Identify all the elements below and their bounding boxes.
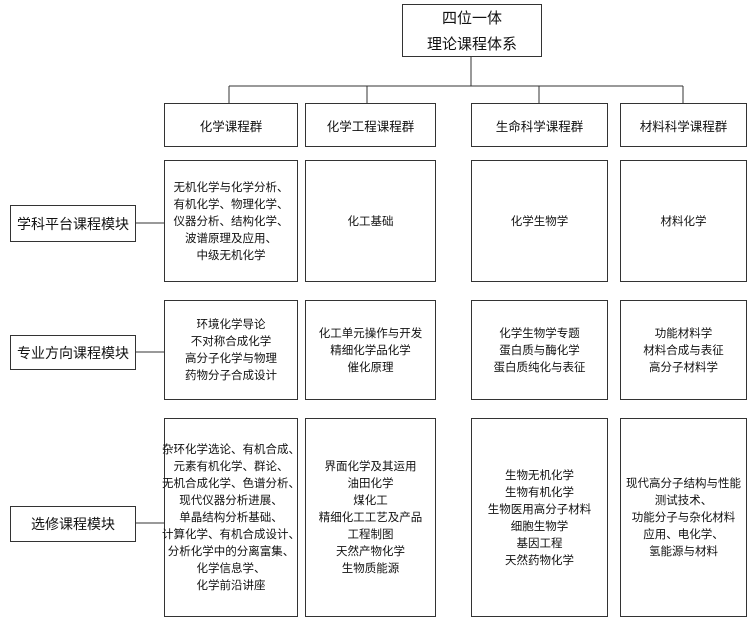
course-item: 无机化学与化学分析、 xyxy=(173,179,289,194)
course-item: 化工单元操作与开发 xyxy=(318,325,423,340)
course-item: 化学前沿讲座 xyxy=(196,578,266,592)
course-item: 蛋白质与酶化学 xyxy=(499,342,580,357)
row-label-text: 学科平台课程模块 xyxy=(17,216,129,233)
column-header-label: 化学课程群 xyxy=(199,118,263,134)
course-item: 功能分子与杂化材料 xyxy=(631,510,736,524)
course-item: 计算化学、有机合成设计、 xyxy=(162,527,300,541)
course-item: 中级无机化学 xyxy=(196,247,266,262)
course-item: 材料合成与表征 xyxy=(643,342,724,357)
course-item: 化学生物学 xyxy=(510,213,569,228)
course-item: 单晶结构分析基础、 xyxy=(179,510,283,524)
course-item: 现代仪器分析进展、 xyxy=(179,493,283,507)
course-item: 环境化学导论 xyxy=(196,317,266,331)
course-item: 工程制图 xyxy=(347,527,394,541)
course-item: 煤化工 xyxy=(353,493,388,507)
course-item: 高分子化学与物理 xyxy=(185,351,277,365)
course-item: 现代高分子结构与性能测试技术、 xyxy=(626,476,741,507)
course-item: 波谱原理及应用、 xyxy=(185,230,277,245)
course-item: 不对称合成化学 xyxy=(190,334,272,348)
cell-specialization-chemical-engineering: 化工单元操作与开发 精细化学品化学 催化原理 xyxy=(305,300,436,400)
course-item: 蛋白质纯化与表征 xyxy=(493,359,586,374)
course-item: 生物质能源 xyxy=(341,561,400,575)
cell-platform-materials-science: 材料化学 xyxy=(620,160,747,282)
course-item: 天然药物化学 xyxy=(505,552,574,567)
column-header-chemical-engineering: 化学工程课程群 xyxy=(305,103,436,147)
course-item: 无机合成化学、色谱分析、 xyxy=(162,476,300,490)
column-header-chemistry: 化学课程群 xyxy=(164,103,298,147)
course-list: 现代高分子结构与性能测试技术、 功能分子与杂化材料 应用、电化学、 氢能源与材料 xyxy=(624,475,743,560)
course-item: 生物无机化学 xyxy=(505,467,574,482)
course-list: 生物无机化学 生物有机化学 生物医用高分子材料 细胞生物学 基因工程 天然药物化… xyxy=(488,467,592,569)
row-label-elective: 选修课程模块 xyxy=(10,506,136,542)
course-list: 材料化学 xyxy=(661,213,707,230)
course-item: 细胞生物学 xyxy=(510,518,569,533)
course-list: 环境化学导论 不对称合成化学 高分子化学与物理 药物分子合成设计 xyxy=(185,316,277,384)
cell-elective-chemistry: 杂环化学选论、有机合成、 元素有机化学、群论、 无机合成化学、色谱分析、 现代仪… xyxy=(162,418,300,617)
row-label-platform: 学科平台课程模块 xyxy=(10,205,136,242)
column-header-label: 材料科学课程群 xyxy=(639,118,728,134)
cell-elective-materials-science: 现代高分子结构与性能测试技术、 功能分子与杂化材料 应用、电化学、 氢能源与材料 xyxy=(620,418,747,617)
column-header-label: 化学工程课程群 xyxy=(326,118,415,134)
column-header-materials-science: 材料科学课程群 xyxy=(620,103,747,147)
cell-platform-chemical-engineering: 化工基础 xyxy=(305,160,436,282)
course-item: 催化原理 xyxy=(347,359,394,374)
course-list: 功能材料学 材料合成与表征 高分子材料学 xyxy=(643,325,724,376)
row-label-text: 选修课程模块 xyxy=(31,517,115,533)
cell-specialization-chemistry: 环境化学导论 不对称合成化学 高分子化学与物理 药物分子合成设计 xyxy=(164,300,298,400)
cell-specialization-life-science: 化学生物学专题 蛋白质与酶化学 蛋白质纯化与表征 xyxy=(471,300,608,400)
row-label-text: 专业方向课程模块 xyxy=(17,345,129,362)
course-item: 生物医用高分子材料 xyxy=(487,501,592,516)
course-item: 基因工程 xyxy=(516,535,563,550)
cell-platform-chemistry: 无机化学与化学分析、 有机化学、物理化学、 仪器分析、结构化学、 波谱原理及应用… xyxy=(164,160,298,282)
course-item: 化工基础 xyxy=(347,213,394,228)
course-list: 化学生物学专题 蛋白质与酶化学 蛋白质纯化与表征 xyxy=(494,325,586,376)
course-item: 油田化学 xyxy=(347,476,394,490)
course-item: 药物分子合成设计 xyxy=(185,368,277,382)
cell-specialization-materials-science: 功能材料学 材料合成与表征 高分子材料学 xyxy=(620,300,747,400)
course-item: 材料化学 xyxy=(660,213,707,228)
system-title-line1: 四位一体 xyxy=(441,8,502,27)
course-item: 氢能源与材料 xyxy=(649,544,718,558)
course-list: 化工基础 xyxy=(348,213,394,230)
course-item: 分析化学中的分离富集、 xyxy=(167,544,295,558)
course-item: 应用、电化学、 xyxy=(643,527,724,541)
course-item: 界面化学及其运用 xyxy=(324,459,417,473)
row-label-specialization: 专业方向课程模块 xyxy=(10,335,136,370)
cell-platform-life-science: 化学生物学 xyxy=(471,160,608,282)
course-item: 高分子材料学 xyxy=(649,359,718,374)
column-header-life-science: 生命科学课程群 xyxy=(471,103,608,147)
course-item: 元素有机化学、群论、 xyxy=(173,459,289,473)
course-item: 精细化工工艺及产品 xyxy=(318,510,423,524)
course-list: 化学生物学 xyxy=(511,213,569,230)
column-header-label: 生命科学课程群 xyxy=(495,118,584,134)
course-item: 有机化学、物理化学、 xyxy=(173,196,289,211)
course-list: 界面化学及其运用 油田化学 煤化工 精细化工工艺及产品 工程制图 天然产物化学 … xyxy=(319,458,423,577)
system-title-box: 四位一体 理论课程体系 xyxy=(402,4,542,57)
course-item: 天然产物化学 xyxy=(336,544,405,558)
cell-elective-chemical-engineering: 界面化学及其运用 油田化学 煤化工 精细化工工艺及产品 工程制图 天然产物化学 … xyxy=(305,418,436,617)
course-item: 化学信息学、 xyxy=(196,561,266,575)
course-item: 功能材料学 xyxy=(654,325,713,340)
course-item: 化学生物学专题 xyxy=(499,325,580,340)
system-title-line2: 理论课程体系 xyxy=(426,34,517,53)
course-item: 仪器分析、结构化学、 xyxy=(173,213,289,228)
course-item: 杂环化学选论、有机合成、 xyxy=(162,442,300,456)
course-item: 生物有机化学 xyxy=(505,484,574,499)
course-list: 化工单元操作与开发 精细化学品化学 催化原理 xyxy=(319,325,423,376)
cell-elective-life-science: 生物无机化学 生物有机化学 生物医用高分子材料 细胞生物学 基因工程 天然药物化… xyxy=(471,418,608,617)
course-list: 杂环化学选论、有机合成、 元素有机化学、群论、 无机合成化学、色谱分析、 现代仪… xyxy=(162,441,300,594)
course-list: 无机化学与化学分析、 有机化学、物理化学、 仪器分析、结构化学、 波谱原理及应用… xyxy=(174,179,289,264)
course-item: 精细化学品化学 xyxy=(330,342,411,357)
